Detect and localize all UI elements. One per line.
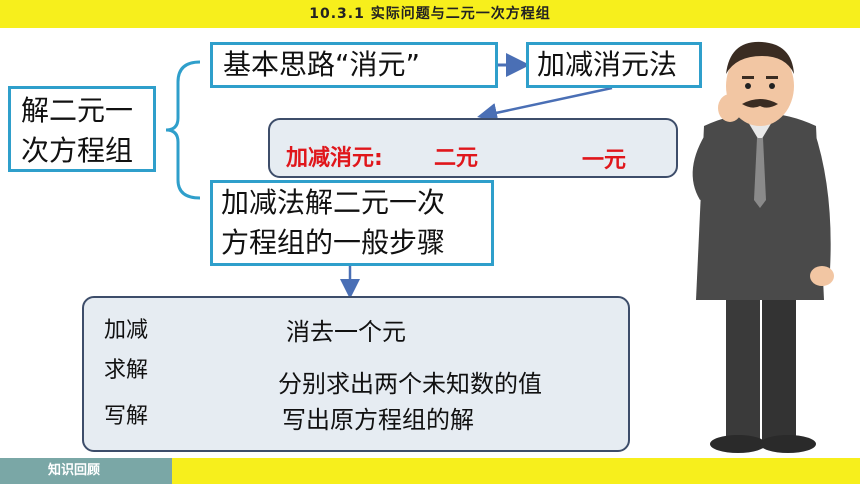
brace-bracket <box>165 60 201 200</box>
elimination-to: 一元 <box>582 148 627 173</box>
idea-box: 基本思路“消元” <box>210 42 498 88</box>
footer-label-text: 知识回顾 <box>48 463 101 478</box>
step-3-name: 写解 <box>104 404 149 429</box>
general-steps-line-1: 加减法解二元一次 <box>221 186 446 219</box>
arrow-method-to-elimination <box>477 86 613 123</box>
steps-box <box>82 296 630 452</box>
elimination-box <box>268 118 678 178</box>
step-2-name: 求解 <box>104 358 149 383</box>
header-bar <box>0 0 860 28</box>
step-2-desc: 分别求出两个未知数的值 <box>278 370 542 398</box>
thinking-man-illustration <box>692 41 834 453</box>
page-title: 10.3.1 实际问题与二元一次方程组 <box>309 6 551 22</box>
footer-bar <box>172 458 860 484</box>
step-1-name: 加减 <box>104 318 149 343</box>
root-box: 解二元一 次方程组 <box>8 86 156 172</box>
method-text: 加减消元法 <box>537 48 678 81</box>
general-steps-box: 加减法解二元一次 方程组的一般步骤 <box>210 180 494 266</box>
elimination-label: 加减消元: <box>286 146 383 171</box>
idea-text: 基本思路“消元” <box>223 48 421 81</box>
general-steps-line-2: 方程组的一般步骤 <box>221 226 446 259</box>
footer-section-label: 知识回顾 <box>0 458 172 484</box>
method-box: 加减消元法 <box>526 42 702 88</box>
step-1-desc: 消去一个元 <box>286 318 406 346</box>
step-3-desc: 写出原方程组的解 <box>282 406 474 434</box>
elimination-from: 二元 <box>434 146 479 171</box>
root-line-2: 次方程组 <box>21 134 134 167</box>
root-line-1: 解二元一 <box>21 94 134 127</box>
